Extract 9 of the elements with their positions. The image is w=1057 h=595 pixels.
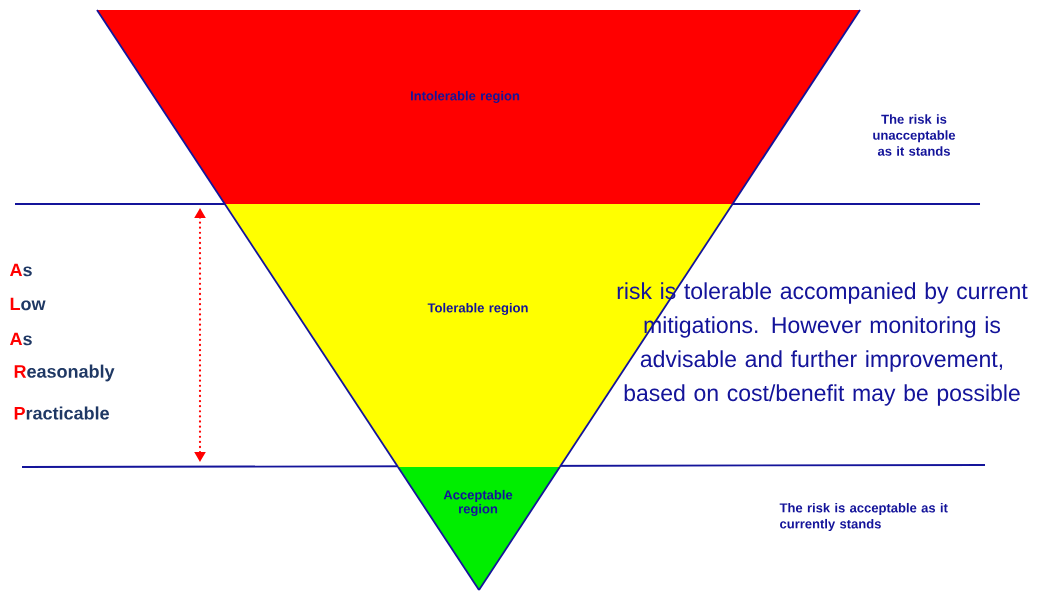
acronym-word: As <box>10 332 32 346</box>
intolerable-region: Intolerable region <box>96 9 861 205</box>
acronym-word: Low <box>10 297 46 311</box>
acronym-word: As <box>10 263 32 277</box>
acceptable-region: Acceptable region <box>397 466 561 591</box>
acronym-word: Practicable <box>14 406 109 420</box>
acronym-word: Reasonably <box>14 364 115 382</box>
note-text: The risk is unacceptable as it stands <box>873 114 956 156</box>
note-text: The risk is acceptable as it currently stands <box>779 502 948 532</box>
